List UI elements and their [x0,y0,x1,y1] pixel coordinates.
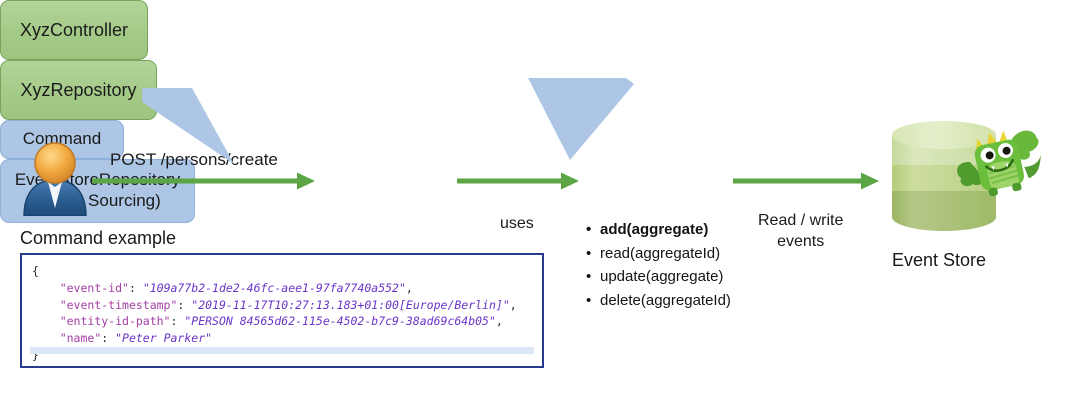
code-key: "event-timestamp" [59,297,178,312]
code-value: "109a77b2-1de2-46fc-aee1-97fa7740a552" [142,280,406,295]
arrow-label-read-write-events: Read / write events [758,211,843,253]
code-value: "Peter Parker" [115,331,213,346]
user-avatar-icon [23,142,87,216]
code-value: "PERSON 84565d62-115e-4502-b7c9-38ad69c6… [184,314,496,329]
arrow-user-to-controller [92,172,315,190]
code-comma: , [405,280,413,295]
node-xyz-repository-label: XyzRepository [20,79,137,100]
dragon-mascot-icon [957,130,1042,197]
arrow-controller-to-repository [457,172,579,190]
list-item: read(aggregateId) [584,242,731,266]
callout-command: Command [0,120,124,159]
node-xyz-controller-label: XyzController [19,19,129,40]
node-xyz-controller[interactable]: XyzController [0,0,148,60]
command-example-code: { "event-id": "109a77b2-1de2-46fc-aee1-9… [32,264,517,362]
code-key: "entity-id-path" [59,314,171,329]
arrow-repository-to-event-store [733,172,879,190]
code-open-brace: { [32,264,39,278]
arrow-label-read-write-line2: events [777,232,825,250]
command-example-caption: Command example [20,228,177,248]
arrow-label-post-persons-create: POST /persons/create [110,150,278,169]
callout-command-label: Command [22,129,102,149]
list-item: delete(aggregateId) [584,289,731,313]
code-value: "2019-11-17T10:27:13.183+01:00[Europe/Be… [191,297,510,312]
node-xyz-repository[interactable]: XyzRepository [0,60,157,120]
code-comma: , [509,297,517,312]
code-close-brace: } [32,347,39,362]
code-comma: , [495,314,503,329]
command-example-code-panel[interactable]: { "event-id": "109a77b2-1de2-46fc-aee1-9… [20,253,544,368]
arrow-label-read-write-line1: Read / write [758,212,844,229]
list-item: update(aggregate) [584,265,731,289]
code-selected-line-highlight [30,347,534,354]
event-store-label: Event Store [892,250,987,270]
repository-method-list: add(aggregate) read(aggregateId) update(… [584,218,731,313]
callout-event-store-repository-tail [528,78,634,160]
code-key: "event-id" [59,280,129,295]
arrow-label-uses: uses [500,215,534,232]
code-key: "name" [59,331,102,346]
list-item: add(aggregate) [584,218,731,242]
